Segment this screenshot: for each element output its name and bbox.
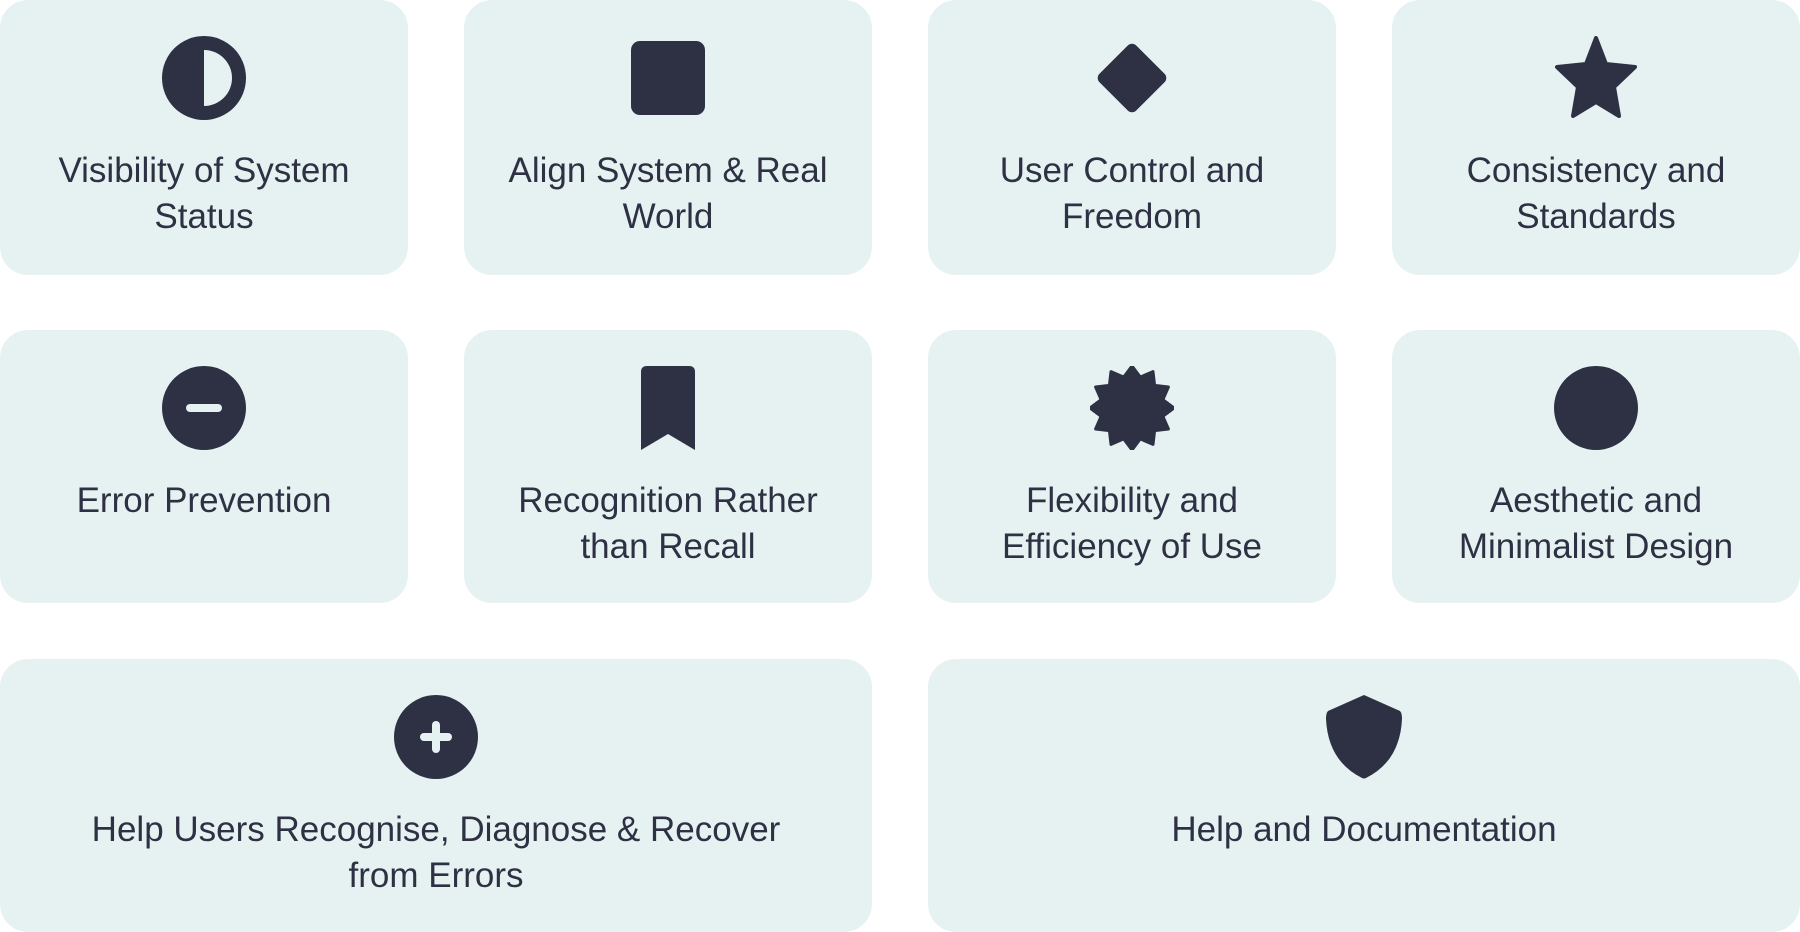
heuristic-card-flexibility: Flexibility and Efficiency of Use <box>928 330 1336 603</box>
minus-circle-icon <box>162 366 246 450</box>
heuristic-label: Flexibility and Efficiency of Use <box>1001 481 1263 566</box>
heuristic-card-visibility: Visibility of System Status <box>0 0 408 275</box>
heuristic-card-aesthetic: Aesthetic and Minimalist Design <box>1392 330 1800 603</box>
heuristic-label: Help and Documentation <box>1171 810 1557 849</box>
heuristic-label: Consistency and Standards <box>1466 151 1726 236</box>
shield-icon <box>1322 695 1406 779</box>
heuristic-card-consistency: Consistency and Standards <box>1392 0 1800 275</box>
heuristic-label: Help Users Recognise, Diagnose & Recover… <box>91 810 781 895</box>
badge-icon <box>1090 366 1174 450</box>
heuristic-card-recognition: Recognition Rather than Recall <box>464 330 872 603</box>
heuristic-card-help-docs: Help and Documentation <box>928 659 1800 932</box>
diamond-icon <box>1090 36 1174 120</box>
bookmark-icon <box>626 366 710 450</box>
plus-circle-icon <box>394 695 478 779</box>
heuristic-label: Error Prevention <box>76 481 332 520</box>
heuristic-label: Align System & Real World <box>508 151 828 236</box>
heuristic-card-error-prevention: Error Prevention <box>0 330 408 603</box>
heuristic-label: Recognition Rather than Recall <box>518 481 818 566</box>
half-circle-icon <box>162 36 246 120</box>
heuristic-label: User Control and Freedom <box>999 151 1265 236</box>
square-icon <box>626 36 710 120</box>
star-icon <box>1554 36 1638 120</box>
circle-icon <box>1554 366 1638 450</box>
heuristic-card-error-recovery: Help Users Recognise, Diagnose & Recover… <box>0 659 872 932</box>
heuristic-card-user-control: User Control and Freedom <box>928 0 1336 275</box>
heuristic-label: Visibility of System Status <box>58 151 350 236</box>
heuristic-card-real-world: Align System & Real World <box>464 0 872 275</box>
heuristic-label: Aesthetic and Minimalist Design <box>1458 481 1734 566</box>
